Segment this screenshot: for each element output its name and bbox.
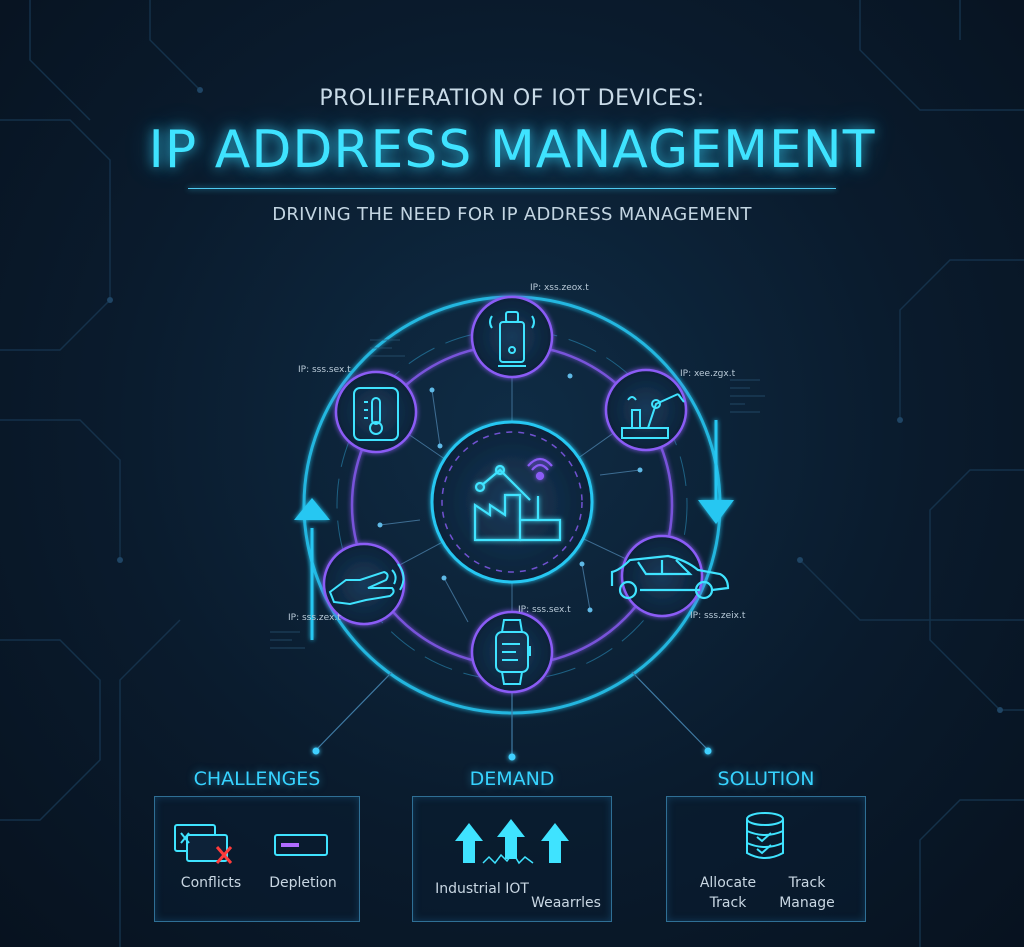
demand-title: DEMAND — [469, 768, 555, 790]
center-hub — [430, 420, 594, 584]
solution-panel: Allocate Track Track Manage — [666, 796, 866, 922]
ip-label-bottom: IP: sss.sex.t — [518, 605, 571, 615]
connected-car-icon — [610, 554, 730, 600]
ip-label-top: IP: xss.zeox.t — [530, 283, 589, 293]
challenges-panel: Conflicts Depletion — [154, 796, 360, 922]
title-divider — [188, 188, 836, 189]
address-depletion-icon — [274, 834, 328, 856]
ip-label-upper-right: IP: xee.zgx.t — [680, 369, 736, 379]
smart-factory-icon — [473, 457, 562, 542]
ip-conflict-icon — [174, 824, 233, 864]
cycle-arrow-right — [698, 420, 734, 524]
demand-panel: Industrial IOT Weaarrles — [412, 796, 612, 922]
challenge-item-depletion: Depletion — [269, 875, 337, 891]
solution-item-track-manage: Track Manage — [779, 875, 835, 911]
eyebrow-heading: PROLIIFERATION OF IOT DEVICES: — [319, 86, 705, 111]
cycle-arrow-left — [294, 498, 330, 640]
demand-item-wearables: Weaarrles — [531, 895, 601, 911]
ring-node-bottom — [470, 610, 554, 694]
ring-node-top — [470, 295, 554, 379]
smart-device-icon — [489, 311, 535, 367]
ring-node-lower-left — [322, 542, 406, 626]
solution-title: SOLUTION — [717, 768, 815, 790]
ip-label-upper-left: IP: sss.sex.t — [298, 365, 351, 375]
rising-demand-arrows-icon — [455, 819, 569, 865]
industrial-robot-arm-icon — [621, 393, 685, 439]
ip-label-lower-right: IP: sss.zeix.t — [690, 611, 746, 621]
connector-dot-challenges — [312, 747, 320, 755]
ring-node-upper-left — [334, 370, 418, 454]
section-connectors — [315, 671, 709, 756]
page-title: IP ADDRESS MANAGEMENT — [148, 120, 876, 180]
connector-dot-solution — [704, 747, 712, 755]
ring-node-upper-right — [604, 368, 688, 452]
ring-node-lower-right — [610, 534, 730, 618]
connector-dot-demand — [508, 753, 516, 761]
solution-item-allocate-track: Allocate Track — [699, 875, 757, 911]
network-nodes-dots — [377, 373, 643, 613]
data-stream-decor — [270, 339, 765, 649]
smartwatch-icon — [495, 619, 531, 685]
ip-label-lower-left: IP: sss.zex.t — [288, 613, 341, 623]
demand-item-industrial-iot: Industrial IOT — [435, 881, 529, 897]
database-check-icon — [746, 812, 784, 859]
challenges-title: CHALLENGES — [193, 768, 321, 790]
page-subtitle: DRIVING THE NEED FOR IP ADDRESS MANAGEME… — [272, 204, 752, 225]
challenge-item-conflicts: Conflicts — [180, 875, 242, 891]
smart-glove-icon — [328, 563, 405, 606]
thermostat-icon — [353, 387, 399, 441]
